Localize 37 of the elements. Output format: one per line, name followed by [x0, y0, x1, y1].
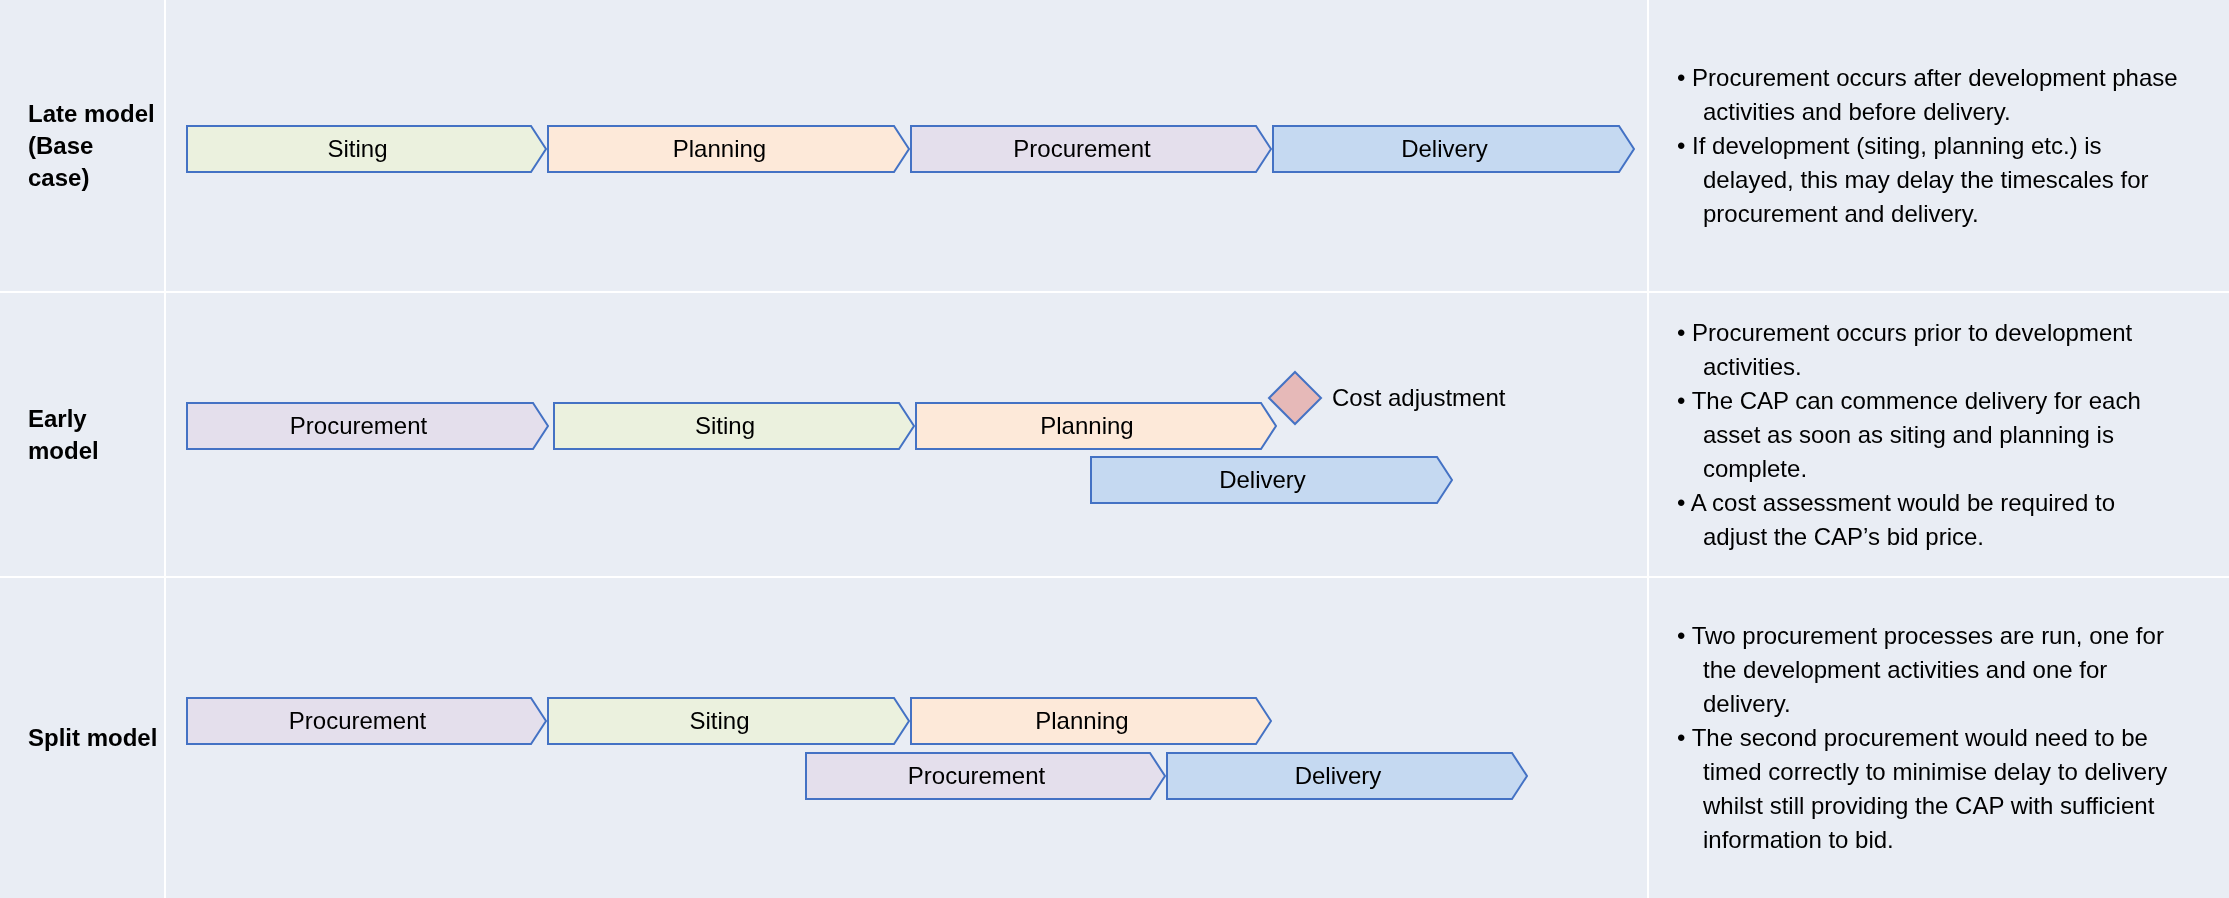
phase-step: [547, 125, 910, 173]
bullet-text: • If development (siting, planning etc.) is delayed, this may delay the timescales for procurement and delivery.: [1677, 130, 2150, 229]
phase-step: [1166, 752, 1528, 800]
step-label: Delivery: [1401, 135, 1489, 163]
phase-step: [805, 752, 1166, 800]
phase-step: [1090, 456, 1453, 504]
bullet-text: • A cost assessment would be required to adjust the CAP’s bid price.: [1677, 487, 2116, 552]
phase-step: [1272, 125, 1635, 173]
row-heading: Early model: [28, 403, 100, 466]
phase-step: [186, 697, 547, 745]
step-label: Siting: [689, 707, 751, 735]
phase-step: [186, 402, 549, 450]
phase-step: [910, 697, 1272, 745]
bullet-text: • Two procurement processes are run, one for the development activities and one for delivery.: [1677, 621, 2165, 719]
bullet-text: • Procurement occurs after development phase activities and before delivery.: [1677, 62, 2179, 127]
phase-step: [553, 402, 915, 450]
step-label: Procurement: [1013, 135, 1152, 163]
row-heading: Late model (Base case): [28, 98, 156, 193]
step-label: Procurement: [289, 412, 429, 440]
bullet-text: • Procurement occurs prior to development activities.: [1677, 317, 2134, 382]
step-label: Planning: [1035, 707, 1130, 735]
phase-step: [186, 125, 547, 173]
step-label: Procurement: [907, 762, 1047, 790]
phase-step: [915, 402, 1277, 450]
step-label: Planning: [672, 135, 768, 163]
bullet-text: • The second procurement would need to be timed correctly to minimise delay to delivery whilst still providing the CAP with sufficient information to bid.: [1677, 723, 2169, 855]
row-heading: Split model: [28, 723, 158, 753]
step-label: Procurement: [288, 707, 428, 735]
step-label: Delivery: [1294, 762, 1383, 790]
step-label: Siting: [694, 412, 756, 440]
step-label: Siting: [327, 135, 389, 163]
note-text: Cost adjustment: [1332, 384, 1506, 412]
phase-step: [547, 697, 910, 745]
bullet-text: • The CAP can commence delivery for each asset as soon as siting and planning is complete.: [1677, 385, 2142, 484]
step-label: Planning: [1040, 412, 1135, 440]
phase-step: [910, 125, 1272, 173]
step-label: Delivery: [1219, 466, 1307, 494]
